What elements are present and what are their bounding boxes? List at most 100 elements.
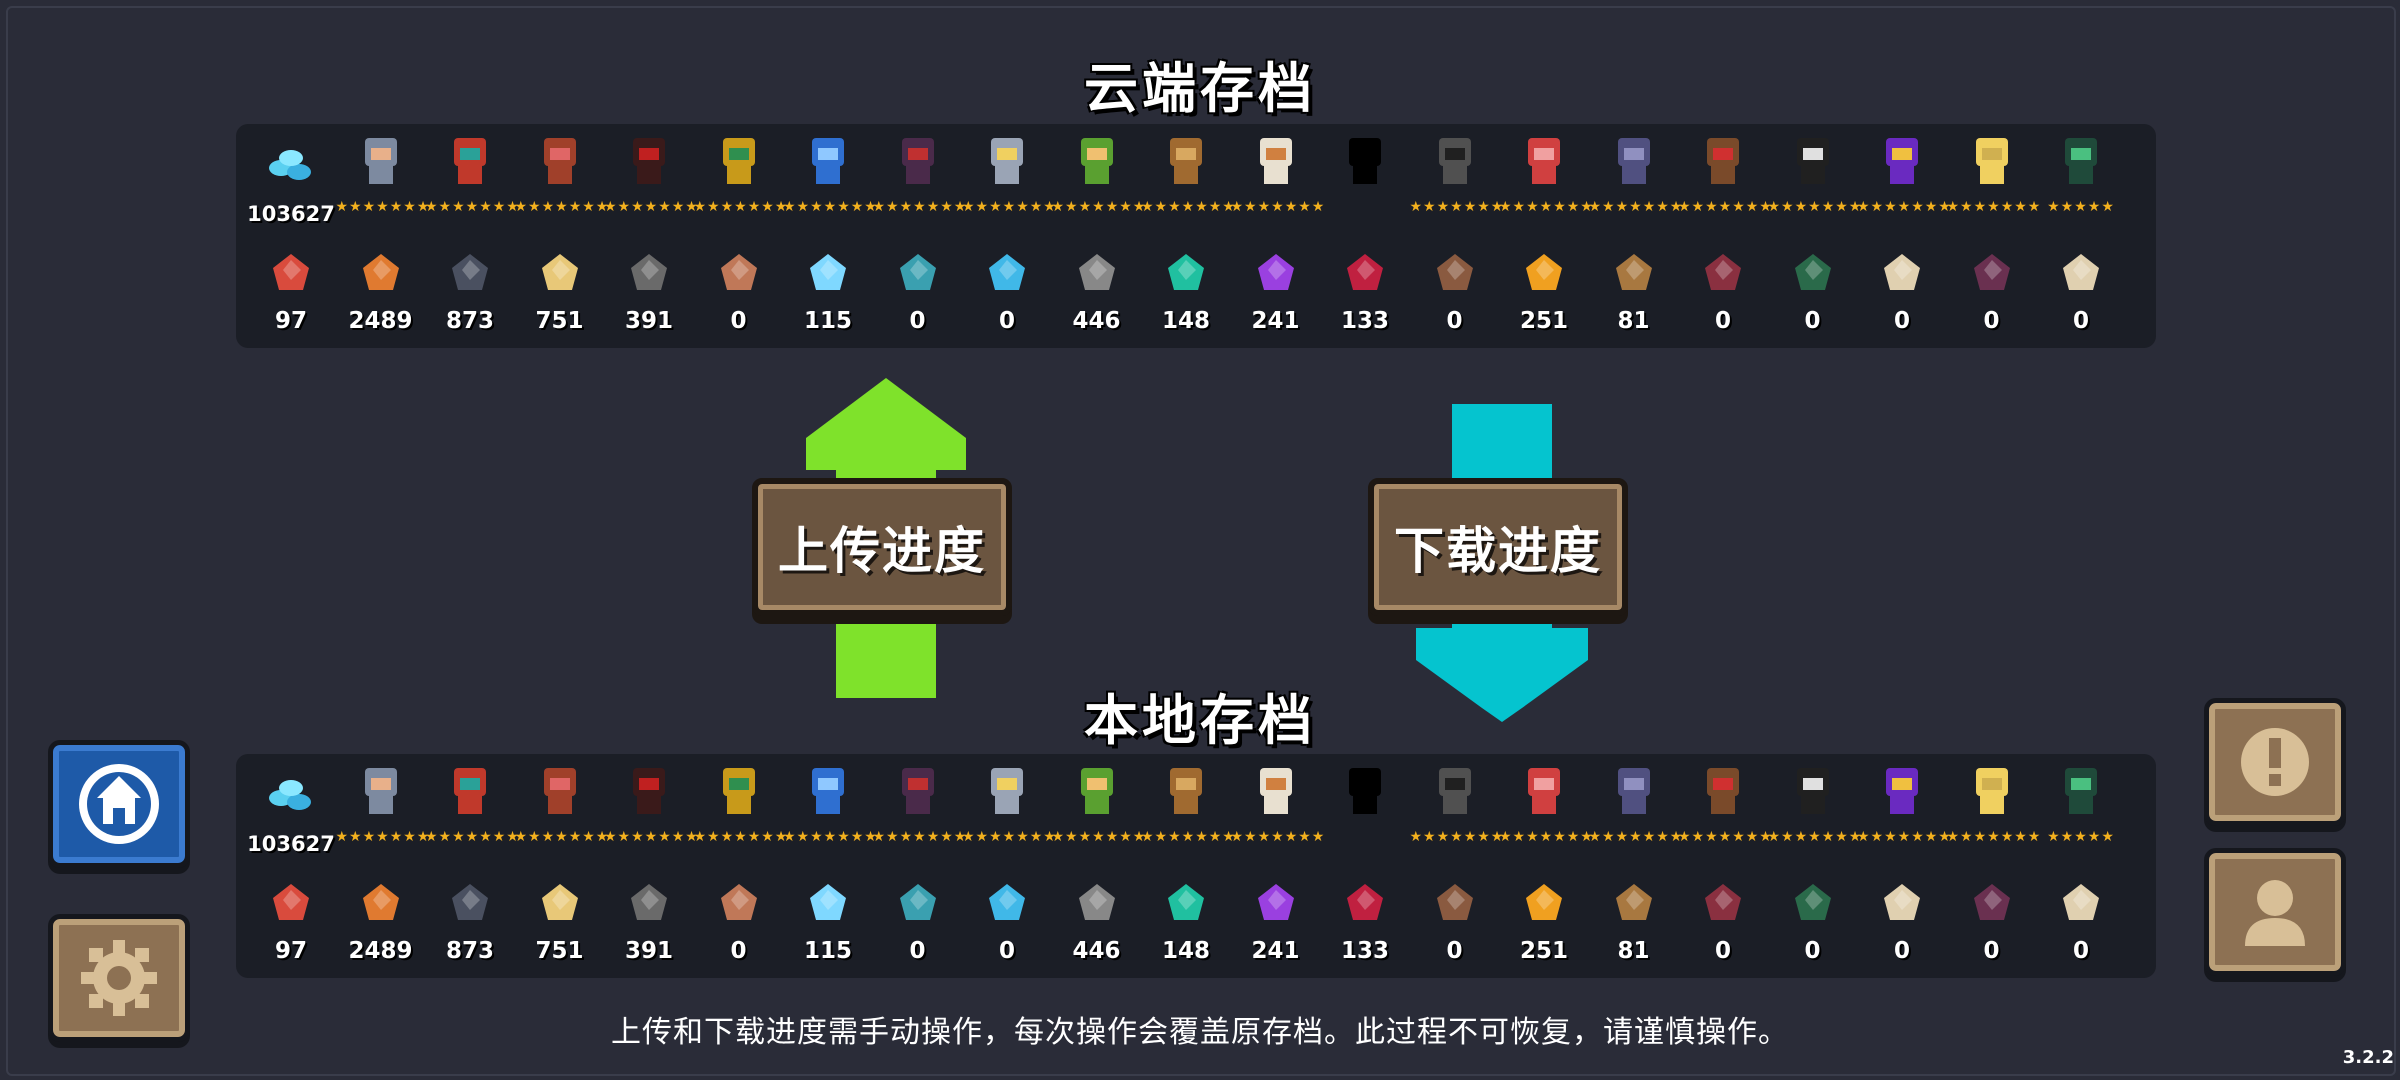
screen-frame — [6, 6, 2396, 1076]
material-count: 0 — [1804, 308, 1821, 334]
character-stars: ★★★★★★★ — [1946, 829, 2042, 845]
local-character-cell: ★★★★★★★ — [336, 760, 429, 860]
character-stars: ★★★★★★★ — [1678, 829, 1773, 845]
material-count: 873 — [445, 308, 494, 334]
material-count: 751 — [535, 308, 584, 334]
local-character-cell: ★★★★★★★ — [515, 760, 608, 860]
local-material-cell: 115 — [783, 872, 873, 972]
local-gem-cell: 103627 — [246, 760, 336, 860]
material-count: 148 — [1161, 938, 1210, 964]
material-count: 0 — [1446, 308, 1463, 334]
gear-part-icon — [631, 884, 667, 920]
battery-icon — [452, 254, 488, 290]
paladin-icon — [991, 138, 1023, 184]
book-icon — [1973, 254, 2010, 290]
character-stars: ★★★★★★★ — [693, 199, 789, 215]
fire-crystal-icon — [1526, 884, 1562, 920]
cube-box-icon — [720, 254, 757, 290]
taoist-icon — [1796, 768, 1829, 814]
material-count: 2489 — [348, 938, 413, 964]
warning-notice: 上传和下载进度需手动操作，每次操作会覆盖原存档。此过程不可恢复，请谨慎操作。 — [611, 1015, 1789, 1050]
officer-icon — [1707, 138, 1739, 184]
cloud-character-cell: ★★★★★★★ — [873, 130, 966, 230]
airbender-icon — [1975, 768, 2008, 814]
cloud-material-cell: 115 — [783, 242, 873, 342]
local-material-cell: 751 — [515, 872, 605, 972]
local-save-panel: 103627★★★★★★★★★★★★★★★★★★★★★★★★★★★★★★★★★★… — [236, 754, 2156, 978]
airbender-icon — [1975, 138, 2008, 184]
rogue-icon — [454, 768, 486, 814]
material-count: 0 — [2072, 938, 2089, 964]
gem-stack-icon — [269, 150, 311, 180]
scroll-icon — [2063, 884, 2099, 920]
cloud-character-cell: ★★★★★★★ — [1768, 130, 1861, 230]
download-progress-button[interactable]: 下载进度 — [1368, 478, 1628, 616]
account-button[interactable] — [2204, 848, 2346, 976]
character-stars: ★★★★★★★ — [962, 199, 1057, 215]
cloud-save-panel: 103627★★★★★★★★★★★★★★★★★★★★★★★★★★★★★★★★★★… — [236, 124, 2156, 348]
local-material-cell: 0 — [1410, 872, 1500, 972]
notice-button[interactable] — [2204, 698, 2346, 826]
alchemist-icon — [2065, 138, 2097, 184]
local-material-cell: 2489 — [336, 872, 426, 972]
fire-crystal-icon — [1526, 254, 1562, 290]
local-material-cell: 251 — [1499, 872, 1589, 972]
local-character-cell: ★★★★★★★ — [1589, 760, 1682, 860]
vampire-icon — [901, 768, 934, 814]
character-stars: ★★★★★★★ — [1141, 199, 1236, 215]
cloud-material-cell: 0 — [873, 242, 963, 342]
character-stars: ★★★★★★★ — [1409, 199, 1505, 215]
material-count: 241 — [1251, 938, 1300, 964]
character-stars: ★★★★★★★ — [1767, 829, 1863, 845]
totem-icon — [1436, 884, 1473, 920]
character-stars: ★★★★★★★ — [1409, 829, 1505, 845]
taoist-icon — [1796, 138, 1829, 184]
local-material-cell: 873 — [425, 872, 515, 972]
character-stars: ★★★★★★★ — [693, 829, 789, 845]
material-count: 391 — [624, 308, 673, 334]
scroll-icon — [1884, 884, 1920, 920]
cloud-character-cell: ★★★★★★★ — [1678, 130, 1772, 230]
material-count: 115 — [803, 308, 852, 334]
wizard-icon — [1886, 138, 1918, 184]
material-count: 0 — [1714, 938, 1731, 964]
gem-count: 103627 — [247, 832, 335, 856]
upload-progress-button[interactable]: 上传进度 — [752, 478, 1012, 616]
vampire-icon — [901, 138, 934, 184]
gem-stack-icon — [269, 780, 311, 810]
cloud-character-cell: ★★★★★★★ — [693, 130, 789, 230]
cloth-icon — [899, 254, 936, 290]
character-stars: ★★★★★★★ — [1230, 829, 1326, 845]
local-character-row: 103627★★★★★★★★★★★★★★★★★★★★★★★★★★★★★★★★★★… — [246, 760, 2146, 860]
druid-icon — [1438, 768, 1471, 814]
paladin-icon — [991, 768, 1023, 814]
material-count: 0 — [1446, 938, 1463, 964]
gem-count: 103627 — [247, 202, 335, 226]
local-character-cell: ★★★★★★★ — [783, 760, 877, 860]
cloud-material-cell: 0 — [694, 242, 784, 342]
circuit-icon — [1794, 884, 1831, 920]
local-character-cell: ★★★★★★★ — [962, 760, 1056, 860]
local-material-cell: 0 — [694, 872, 784, 972]
character-stars: ★★★★★ — [2047, 829, 2115, 845]
local-character-cell: ★★★★★★★ — [1052, 760, 1145, 860]
blue-leaf-icon — [989, 254, 1025, 290]
character-stars: ★★★★★★★ — [425, 199, 520, 215]
settings-button[interactable] — [48, 914, 190, 1042]
cloud-character-cell: ★★★★★★★ — [515, 130, 608, 230]
material-count: 0 — [1983, 938, 2000, 964]
cloud-material-cell: 391 — [604, 242, 694, 342]
local-character-cell: ★★★★★★★ — [1499, 760, 1593, 860]
locked-silhouette-icon — [1349, 768, 1381, 814]
cube-box-icon — [720, 884, 757, 920]
local-material-cell: 0 — [1947, 872, 2037, 972]
community-button[interactable] — [48, 740, 190, 868]
character-stars: ★★★★★★★ — [872, 829, 968, 845]
green-crystal-icon — [1168, 884, 1204, 920]
energy-card-icon — [273, 254, 309, 290]
cloud-character-cell — [1320, 130, 1410, 230]
local-character-cell: ★★★★★★★ — [1767, 760, 1863, 860]
cloud-character-cell: ★★★★★★★ — [1589, 130, 1682, 230]
witch-icon — [543, 138, 576, 184]
